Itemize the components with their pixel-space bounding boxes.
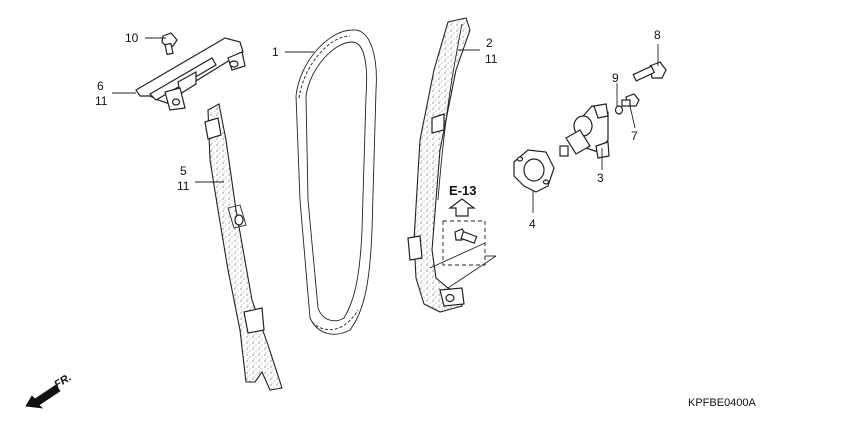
callout-6-qty: 11	[95, 94, 108, 108]
callout-10: 10	[125, 31, 139, 45]
reference-arrow	[448, 198, 476, 217]
cam-chain-guide	[204, 103, 283, 391]
front-direction-arrow: FR.	[25, 372, 74, 409]
callout-6: 6	[97, 79, 104, 93]
chain-guide-upper	[135, 37, 246, 111]
callout-2: 2	[486, 36, 493, 50]
reference-bolt-box	[429, 220, 497, 289]
o-ring-9	[614, 105, 624, 115]
tensioner-gasket	[513, 149, 555, 193]
reference-code: E-13	[449, 183, 476, 198]
callout-5: 5	[180, 164, 187, 178]
callout-labels: 10 6 11 5 11 1 2 11 3 4 8 9 7	[95, 28, 661, 231]
bolt-10	[161, 32, 178, 56]
drawing-code: KPFBE0400A	[688, 397, 757, 409]
chain-tensioner-arm	[407, 17, 471, 313]
callout-9: 9	[612, 71, 619, 85]
callout-8: 8	[654, 28, 661, 42]
callout-4: 4	[529, 217, 536, 231]
callout-3: 3	[597, 171, 604, 185]
bolt-8	[632, 61, 667, 82]
callout-1: 1	[272, 45, 279, 59]
callout-7: 7	[631, 129, 638, 143]
tensioner-lifter	[559, 103, 610, 159]
leader-lines	[112, 37, 659, 213]
bolt-7	[621, 93, 640, 107]
callout-2-qty: 11	[485, 52, 498, 66]
cam-chain	[295, 29, 377, 335]
callout-5-qty: 11	[177, 179, 190, 193]
